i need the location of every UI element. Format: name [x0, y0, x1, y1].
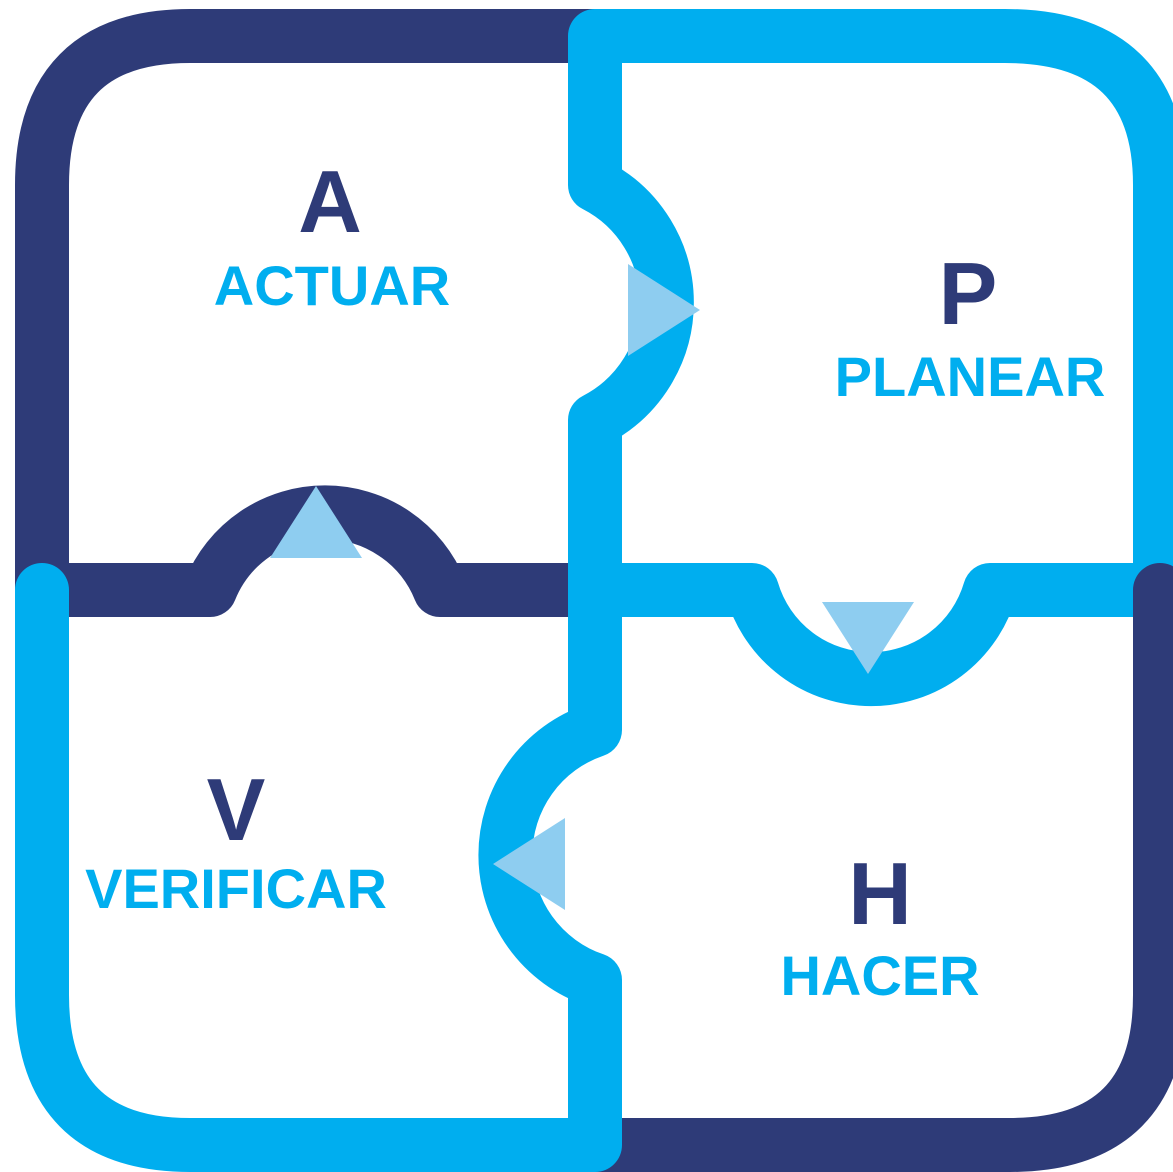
label-actuar: ACTUAR	[214, 254, 450, 317]
letter-v: V	[207, 760, 266, 859]
label-verificar: VERIFICAR	[85, 857, 387, 920]
label-hacer: HACER	[780, 944, 979, 1007]
piece-verificar-outline	[15, 563, 622, 1172]
label-planear: PLANEAR	[835, 345, 1106, 408]
letter-a: A	[298, 152, 362, 251]
letter-p: P	[939, 244, 998, 343]
arrow-left-icon	[493, 818, 565, 910]
arrow-right-icon	[628, 264, 700, 356]
arrow-down-icon	[822, 602, 914, 674]
arrow-up-icon	[270, 486, 362, 558]
piece-actuar-outline	[15, 9, 622, 617]
letter-h: H	[848, 844, 912, 943]
piece-hacer-outline	[568, 563, 1173, 1172]
